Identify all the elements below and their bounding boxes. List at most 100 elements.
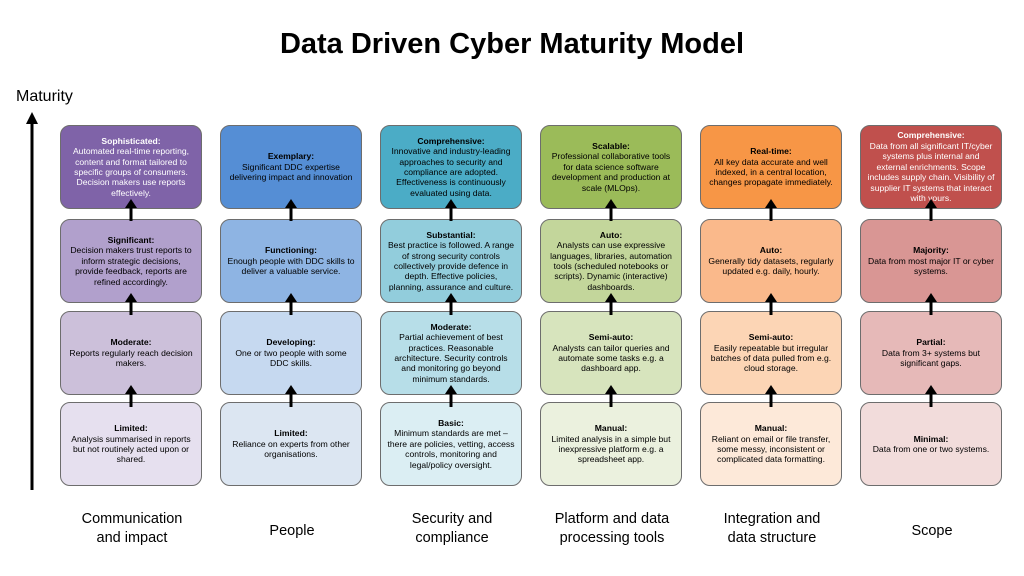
level-description: Data from most major IT or cyber systems… [868, 255, 994, 277]
level-description: Innovative and industry-leading approach… [391, 146, 511, 198]
level-name: Substantial: [426, 229, 476, 240]
level-description: Minimum standards are met – there are po… [387, 428, 515, 470]
level-up-arrow-icon [605, 199, 617, 221]
level-name: Manual: [754, 423, 788, 434]
level-description: Reports regularly reach decision makers. [69, 347, 193, 369]
maturity-level-box: Exemplary:Significant DDC expertise deli… [220, 125, 362, 209]
level-name: Manual: [594, 423, 628, 434]
level-up-arrow-icon [925, 293, 937, 315]
maturity-level-box: Semi-auto:Analysts can tailor queries an… [540, 311, 682, 395]
maturity-level-box: Basic:Minimum standards are met – there … [380, 402, 522, 486]
level-description: Best practice is followed. A range of st… [387, 240, 515, 292]
level-up-arrow-icon [765, 293, 777, 315]
diagram-title: Data Driven Cyber Maturity Model [279, 28, 745, 60]
level-up-arrow-icon [445, 385, 457, 407]
level-name: Comprehensive: [417, 135, 485, 146]
column-label: Security and compliance [372, 510, 532, 548]
maturity-axis-arrow-icon [26, 112, 38, 490]
maturity-level-box: Semi-auto:Easily repeatable but irregula… [700, 311, 842, 395]
level-up-arrow-icon [605, 293, 617, 315]
maturity-level-box: Partial:Data from 3+ systems but signifi… [860, 311, 1002, 395]
column-label-line: data structure [727, 529, 817, 546]
level-description: Automated real-time reporting, content a… [72, 146, 190, 198]
level-name: Scalable: [592, 140, 630, 151]
column-label-line: and impact [96, 529, 168, 546]
maturity-level-box: Majority:Data from most major IT or cybe… [860, 219, 1002, 303]
column-label-line: Communication [81, 511, 183, 527]
maturity-level-box: Minimal:Data from one or two systems. [860, 402, 1002, 486]
column-label-line: Integration and [723, 511, 821, 527]
column-label-line: Scope [911, 523, 953, 539]
maturity-level-box: Moderate:Reports regularly reach decisio… [60, 311, 202, 395]
maturity-level-box: Significant:Decision makers trust report… [60, 219, 202, 303]
column-label: Scope [852, 522, 1012, 541]
maturity-level-box: Functioning:Enough people with DDC skill… [220, 219, 362, 303]
level-name: Exemplary: [267, 151, 315, 162]
maturity-level-box: Comprehensive:Innovative and industry-le… [380, 125, 522, 209]
level-name: Auto: [759, 245, 783, 256]
level-name: Sophisticated: [101, 135, 161, 146]
level-up-arrow-icon [925, 199, 937, 221]
column-label: Platform and data processing tools [532, 510, 692, 548]
column-label-line: People [269, 523, 315, 539]
level-description: Analysis summarised in reports but not r… [71, 433, 191, 465]
level-name: Minimal: [913, 433, 949, 444]
level-up-arrow-icon [445, 199, 457, 221]
maturity-level-box: Auto:Analysts can use expressive languag… [540, 219, 682, 303]
level-description: Data from all significant IT/cyber syste… [867, 140, 995, 204]
level-up-arrow-icon [285, 199, 297, 221]
maturity-level-box: Comprehensive:Data from all significant … [860, 125, 1002, 209]
level-up-arrow-icon [125, 385, 137, 407]
maturity-level-box: Sophisticated:Automated real-time report… [60, 125, 202, 209]
level-up-arrow-icon [125, 199, 137, 221]
level-up-arrow-icon [765, 385, 777, 407]
level-description: All key data accurate and well indexed, … [709, 156, 833, 188]
level-name: Functioning: [264, 245, 318, 256]
level-up-arrow-icon [285, 385, 297, 407]
level-description: Professional collaborative tools for dat… [551, 151, 671, 193]
level-name: Comprehensive: [897, 130, 965, 141]
maturity-level-box: Moderate:Partial achievement of best pra… [380, 311, 522, 395]
level-up-arrow-icon [605, 385, 617, 407]
level-description: Enough people with DDC skills to deliver… [227, 255, 355, 277]
column-label-line: processing tools [559, 529, 665, 546]
level-up-arrow-icon [765, 199, 777, 221]
level-description: Decision makers trust reports to inform … [70, 245, 192, 287]
level-name: Auto: [599, 229, 623, 240]
level-description: Partial achievement of best practices. R… [394, 332, 508, 384]
level-description: Limited analysis in a simple but inexpre… [551, 433, 671, 465]
level-name: Limited: [274, 428, 308, 439]
column-label: People [212, 522, 372, 541]
level-up-arrow-icon [445, 293, 457, 315]
maturity-level-box: Manual:Reliant on email or file transfer… [700, 402, 842, 486]
level-name: Significant: [107, 234, 155, 245]
level-name: Semi-auto: [748, 332, 794, 343]
level-description: Easily repeatable but irregular batches … [710, 342, 832, 374]
level-up-arrow-icon [925, 385, 937, 407]
level-description: Significant DDC expertise delivering imp… [229, 161, 353, 183]
level-name: Partial: [916, 337, 946, 348]
level-description: Data from 3+ systems but significant gap… [881, 347, 981, 369]
maturity-level-box: Scalable:Professional collaborative tool… [540, 125, 682, 209]
level-name: Majority: [913, 245, 949, 256]
maturity-level-box: Developing:One or two people with some D… [220, 311, 362, 395]
maturity-level-box: Auto:Generally tidy datasets, regularly … [700, 219, 842, 303]
level-description: Data from one or two systems. [872, 444, 990, 454]
column-label-line: Platform and data [554, 511, 670, 527]
level-name: Moderate: [110, 337, 152, 348]
level-description: Analysts can tailor queries and automate… [552, 342, 670, 374]
column-label: Communication and impact [52, 510, 212, 548]
level-up-arrow-icon [285, 293, 297, 315]
level-description: Reliant on email or file transfer, some … [711, 433, 831, 465]
maturity-level-box: Limited:Reliance on experts from other o… [220, 402, 362, 486]
maturity-level-box: Manual:Limited analysis in a simple but … [540, 402, 682, 486]
maturity-level-box: Substantial:Best practice is followed. A… [380, 219, 522, 303]
column-label-line: Security and [411, 511, 493, 527]
level-name: Moderate: [430, 321, 472, 332]
level-name: Basic: [438, 417, 464, 428]
column-label-line: compliance [415, 529, 489, 546]
level-name: Limited: [114, 423, 148, 434]
level-description: Reliance on experts from other organisat… [232, 438, 350, 460]
level-description: One or two people with some DDC skills. [235, 347, 347, 369]
level-name: Developing: [266, 337, 316, 348]
